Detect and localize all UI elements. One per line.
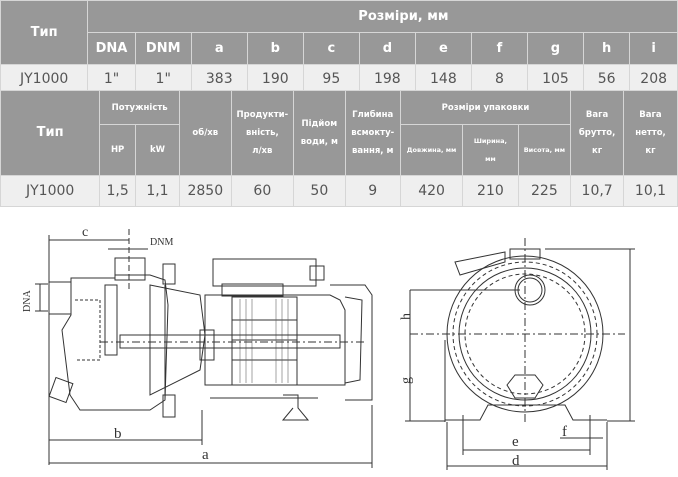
cell-gross: 10,7 [570,175,624,207]
col-b: b [246,32,304,65]
col-c: c [302,32,360,65]
cell-f: 8 [470,64,528,93]
cell-height: 225 [517,175,572,207]
front-view-drawing: h g e f d [399,238,635,470]
pump-technical-drawing: c DNM DNA [0,215,678,473]
dim-label-d: d [512,453,520,469]
cell-capacity: 60 [230,175,295,207]
rpm-header: об/хв [179,90,232,176]
cell-head: 50 [293,175,346,207]
col-f: f [470,32,528,65]
dim-label-dnm: DNM [150,237,173,248]
dim-label-a: a [202,447,209,463]
kw-header: kW [134,124,181,176]
dimensions-table: Тип Розміри, мм DNA DNM a b c d e f g h … [0,0,678,93]
capacity-header: Продукти-вність,л/хв [230,90,295,176]
table-row: JY1000 1" 1" 383 190 95 198 148 8 105 56… [0,64,678,93]
dim-label-h: h [399,313,414,320]
cell-d: 198 [358,64,416,93]
cell-length: 420 [399,175,464,207]
cell-dna: 1" [87,64,136,93]
cell-rpm: 2850 [179,175,232,207]
cell-g: 105 [526,64,584,93]
col-dna: DNA [87,32,136,65]
col-h: h [582,32,631,65]
cell-i: 208 [629,64,678,93]
cell-kw: 1,1 [134,175,181,207]
dim-label-c: c [82,225,88,240]
dim-label-e: e [512,434,519,450]
type-header: Тип [0,0,89,65]
package-width-header: Ширина,мм [462,124,519,176]
specs-table: Тип Потужність об/хв Продукти-вність,л/х… [0,90,678,207]
package-header: Розміри упаковки [399,90,572,125]
dim-label-b: b [114,426,122,442]
col-e: e [414,32,472,65]
cell-type: JY1000 [0,64,89,93]
cell-net: 10,1 [622,175,678,207]
power-header: Потужність [99,90,181,125]
cell-a: 383 [190,64,248,93]
col-g: g [526,32,584,65]
side-view-drawing: c DNM DNA [22,225,373,468]
dim-label-g: g [399,377,414,384]
col-dnm: DNM [134,32,192,65]
cell-width: 210 [462,175,519,207]
cell-e: 148 [414,64,472,93]
cell-b: 190 [246,64,304,93]
package-height-header: Висота, мм [517,124,572,176]
cell-type: JY1000 [0,175,101,207]
table-row: JY1000 1,5 1,1 2850 60 50 9 420 210 225 … [0,175,678,207]
dim-label-dna: DNA [22,290,33,312]
hp-header: HP [99,124,136,176]
cell-dnm: 1" [134,64,192,93]
cell-hp: 1,5 [99,175,136,207]
col-i: i [629,32,678,65]
col-d: d [358,32,416,65]
col-a: a [190,32,248,65]
cell-suction: 9 [344,175,401,207]
cell-c: 95 [302,64,360,93]
type-header: Тип [0,90,101,176]
cell-h: 56 [582,64,631,93]
dimensions-group-header: Розміри, мм [87,0,678,33]
dim-label-f: f [562,424,567,440]
package-length-header: Довжина, мм [399,124,464,176]
